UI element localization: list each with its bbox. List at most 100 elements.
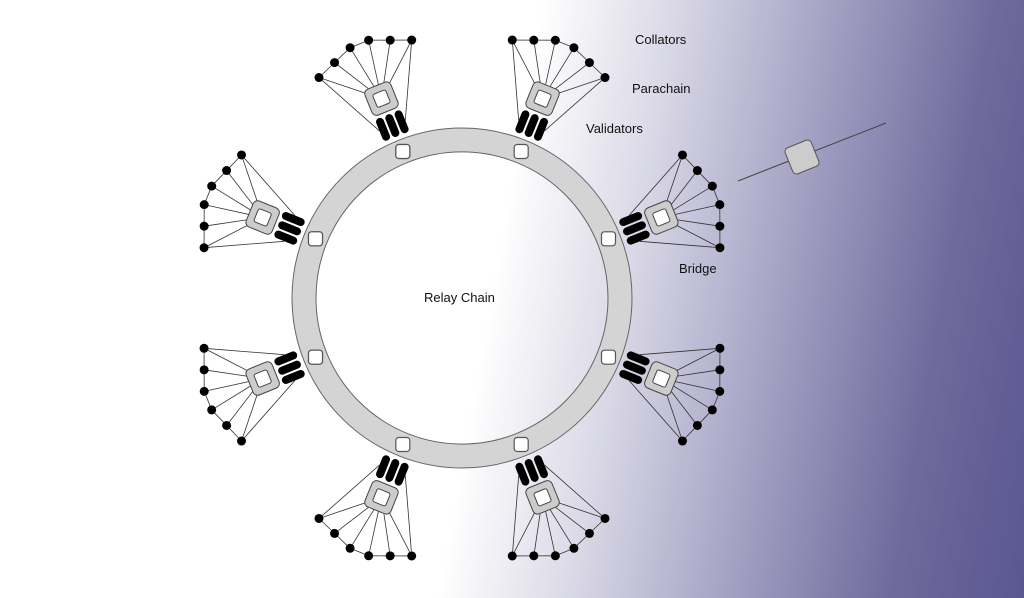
relay-chain-label: Relay Chain <box>424 290 495 305</box>
validator-link <box>318 464 380 519</box>
relay-chain-slot <box>600 231 617 247</box>
parachain-cluster <box>619 150 725 253</box>
collator-node <box>507 551 517 561</box>
validators-label: Validators <box>586 121 643 136</box>
validator-node <box>524 459 539 482</box>
parachain-block-core <box>652 369 671 388</box>
validator-node <box>376 455 391 479</box>
relay-chain-ring-band <box>291 127 633 469</box>
collator-node <box>707 405 717 415</box>
collator-node <box>385 551 395 561</box>
validator-node <box>623 360 646 375</box>
collator-node <box>199 386 209 396</box>
collator-node <box>314 513 324 523</box>
parachain-block-core <box>372 89 391 108</box>
collator-node <box>507 35 517 45</box>
collator-node <box>207 181 217 191</box>
parachains <box>199 35 725 561</box>
relay-chain-slots <box>307 143 617 453</box>
parachain-cluster <box>619 343 725 446</box>
collator-node <box>199 243 209 253</box>
validator-link <box>204 240 285 249</box>
validator-node <box>376 117 391 141</box>
collator-node <box>207 405 217 415</box>
validator-node <box>533 117 548 141</box>
validator-link <box>511 40 520 121</box>
bridge-label: Bridge <box>679 261 717 276</box>
validator-link <box>404 475 413 556</box>
collator-node <box>364 551 374 561</box>
validator-link <box>511 475 520 556</box>
parachain-cluster <box>507 35 610 141</box>
validator-node <box>515 110 530 134</box>
collator-node <box>600 73 610 83</box>
collator-node <box>529 551 539 561</box>
validator-node <box>619 369 643 384</box>
collator-node <box>237 150 247 160</box>
validator-link <box>204 347 285 356</box>
validator-node <box>278 360 301 375</box>
validator-node <box>385 459 400 482</box>
collator-node <box>330 58 340 68</box>
relay-chain-slot <box>395 143 411 160</box>
relay-chain-slot <box>513 436 529 453</box>
parachain-block-core <box>372 488 391 507</box>
validator-link <box>639 347 720 356</box>
validator-node <box>623 221 646 236</box>
relay-chain-slot <box>307 231 324 247</box>
collator-node <box>550 35 560 45</box>
validator-node <box>524 114 539 137</box>
validator-node <box>274 230 298 245</box>
validator-link <box>318 77 380 132</box>
collator-node <box>199 200 209 210</box>
collator-node <box>222 166 232 176</box>
collator-node <box>199 365 209 375</box>
collator-node <box>677 436 687 446</box>
parachain-cluster <box>199 150 305 253</box>
collator-node <box>715 200 725 210</box>
validator-node <box>626 230 650 245</box>
collator-node <box>677 150 687 160</box>
validator-link <box>241 154 296 216</box>
validator-link <box>628 154 683 216</box>
collator-node <box>692 166 702 176</box>
collator-node <box>569 543 579 553</box>
collator-node <box>314 73 324 83</box>
validator-link <box>241 380 296 442</box>
validator-node <box>533 455 548 479</box>
parachain-cluster <box>314 35 417 141</box>
parachain-block-core <box>652 208 671 227</box>
relay-chain-slot <box>513 143 529 160</box>
collator-node <box>407 35 417 45</box>
validator-node <box>278 221 301 236</box>
validator-node <box>281 369 305 384</box>
collator-node <box>584 528 594 538</box>
validator-link <box>404 40 413 121</box>
relay-chain-slot <box>395 436 411 453</box>
relay-chain-slot <box>307 349 324 365</box>
bridge-connection <box>737 122 887 182</box>
collator-node <box>529 35 539 45</box>
collator-node <box>707 181 717 191</box>
collator-node <box>237 436 247 446</box>
collator-node <box>222 420 232 430</box>
collator-node <box>385 35 395 45</box>
collator-node <box>199 221 209 231</box>
collator-node <box>345 43 355 53</box>
validator-link <box>639 240 720 249</box>
collator-node <box>330 528 340 538</box>
collator-node <box>364 35 374 45</box>
collator-node <box>715 243 725 253</box>
parachain-cluster <box>314 455 417 561</box>
validator-link <box>544 464 606 519</box>
collators-label: Collators <box>635 32 687 47</box>
relay-chain-ring <box>291 127 633 469</box>
collator-node <box>550 551 560 561</box>
collator-node <box>345 543 355 553</box>
external-chain-block <box>784 139 820 175</box>
parachain-cluster <box>199 343 305 446</box>
parachain-block-core <box>253 369 272 388</box>
parachain-block-core <box>533 488 552 507</box>
validator-node <box>619 212 643 227</box>
